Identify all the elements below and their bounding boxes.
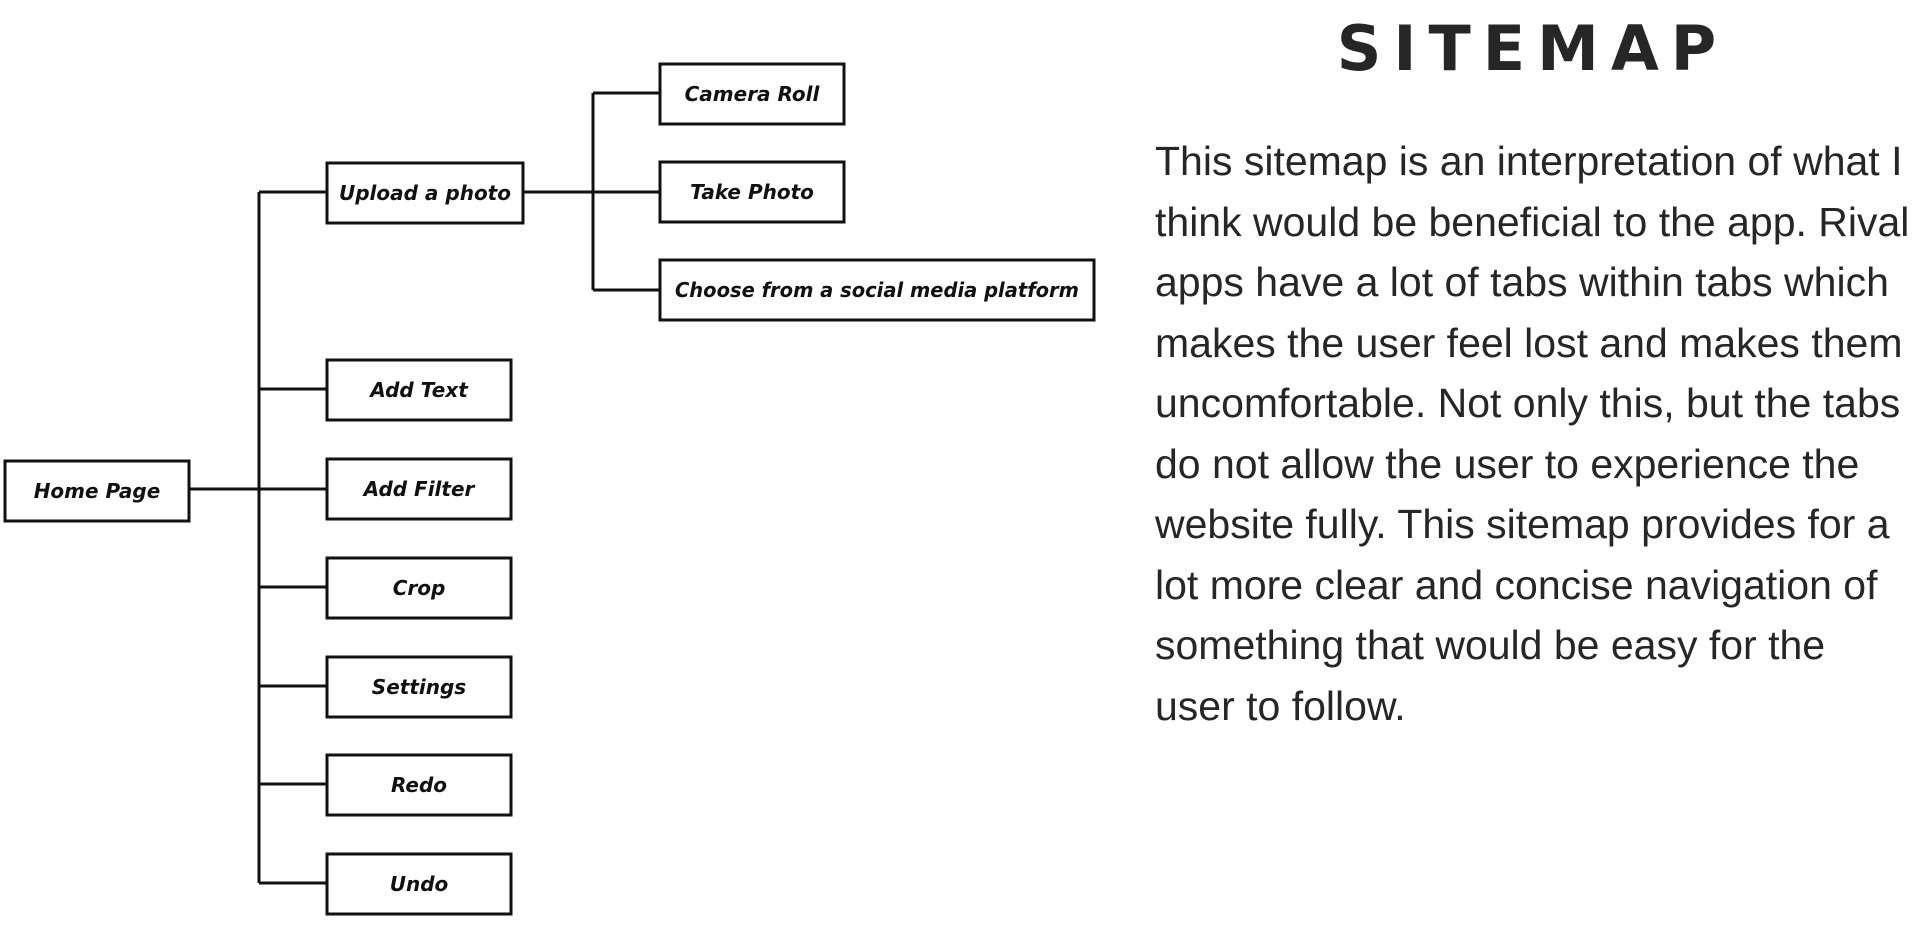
node-undo: Undo bbox=[325, 852, 513, 916]
node-label-undo: Undo bbox=[390, 872, 449, 896]
node-label-crop: Crop bbox=[393, 576, 446, 600]
node-upload-a-photo: Upload a photo bbox=[325, 161, 525, 225]
node-label-add-text: Add Text bbox=[368, 378, 469, 402]
sitemap-diagram: Home Page Upload a photo Add Text Add Fi… bbox=[3, 62, 1096, 916]
connectors bbox=[189, 91, 660, 885]
node-label-choose-social: Choose from a social media platform bbox=[675, 278, 1079, 302]
node-crop: Crop bbox=[325, 556, 513, 620]
node-take-photo: Take Photo bbox=[658, 160, 846, 224]
node-label-take-photo: Take Photo bbox=[690, 180, 814, 204]
node-add-filter: Add Filter bbox=[325, 457, 513, 521]
page-title: SITEMAP bbox=[1336, 12, 1729, 85]
node-label-redo: Redo bbox=[391, 773, 447, 797]
node-camera-roll: Camera Roll bbox=[658, 62, 846, 126]
node-redo: Redo bbox=[325, 753, 513, 817]
node-choose-social: Choose from a social media platform bbox=[658, 258, 1096, 322]
node-add-text: Add Text bbox=[325, 358, 513, 422]
node-home-page: Home Page bbox=[3, 459, 191, 523]
node-label-settings: Settings bbox=[372, 675, 467, 699]
node-label-home-page: Home Page bbox=[34, 479, 161, 503]
node-label-upload-a-photo: Upload a photo bbox=[339, 181, 511, 205]
node-settings: Settings bbox=[325, 655, 513, 719]
description-text: This sitemap is an interpretation of wha… bbox=[1155, 138, 1910, 729]
node-label-add-filter: Add Filter bbox=[362, 477, 476, 501]
node-label-camera-roll: Camera Roll bbox=[685, 82, 821, 106]
